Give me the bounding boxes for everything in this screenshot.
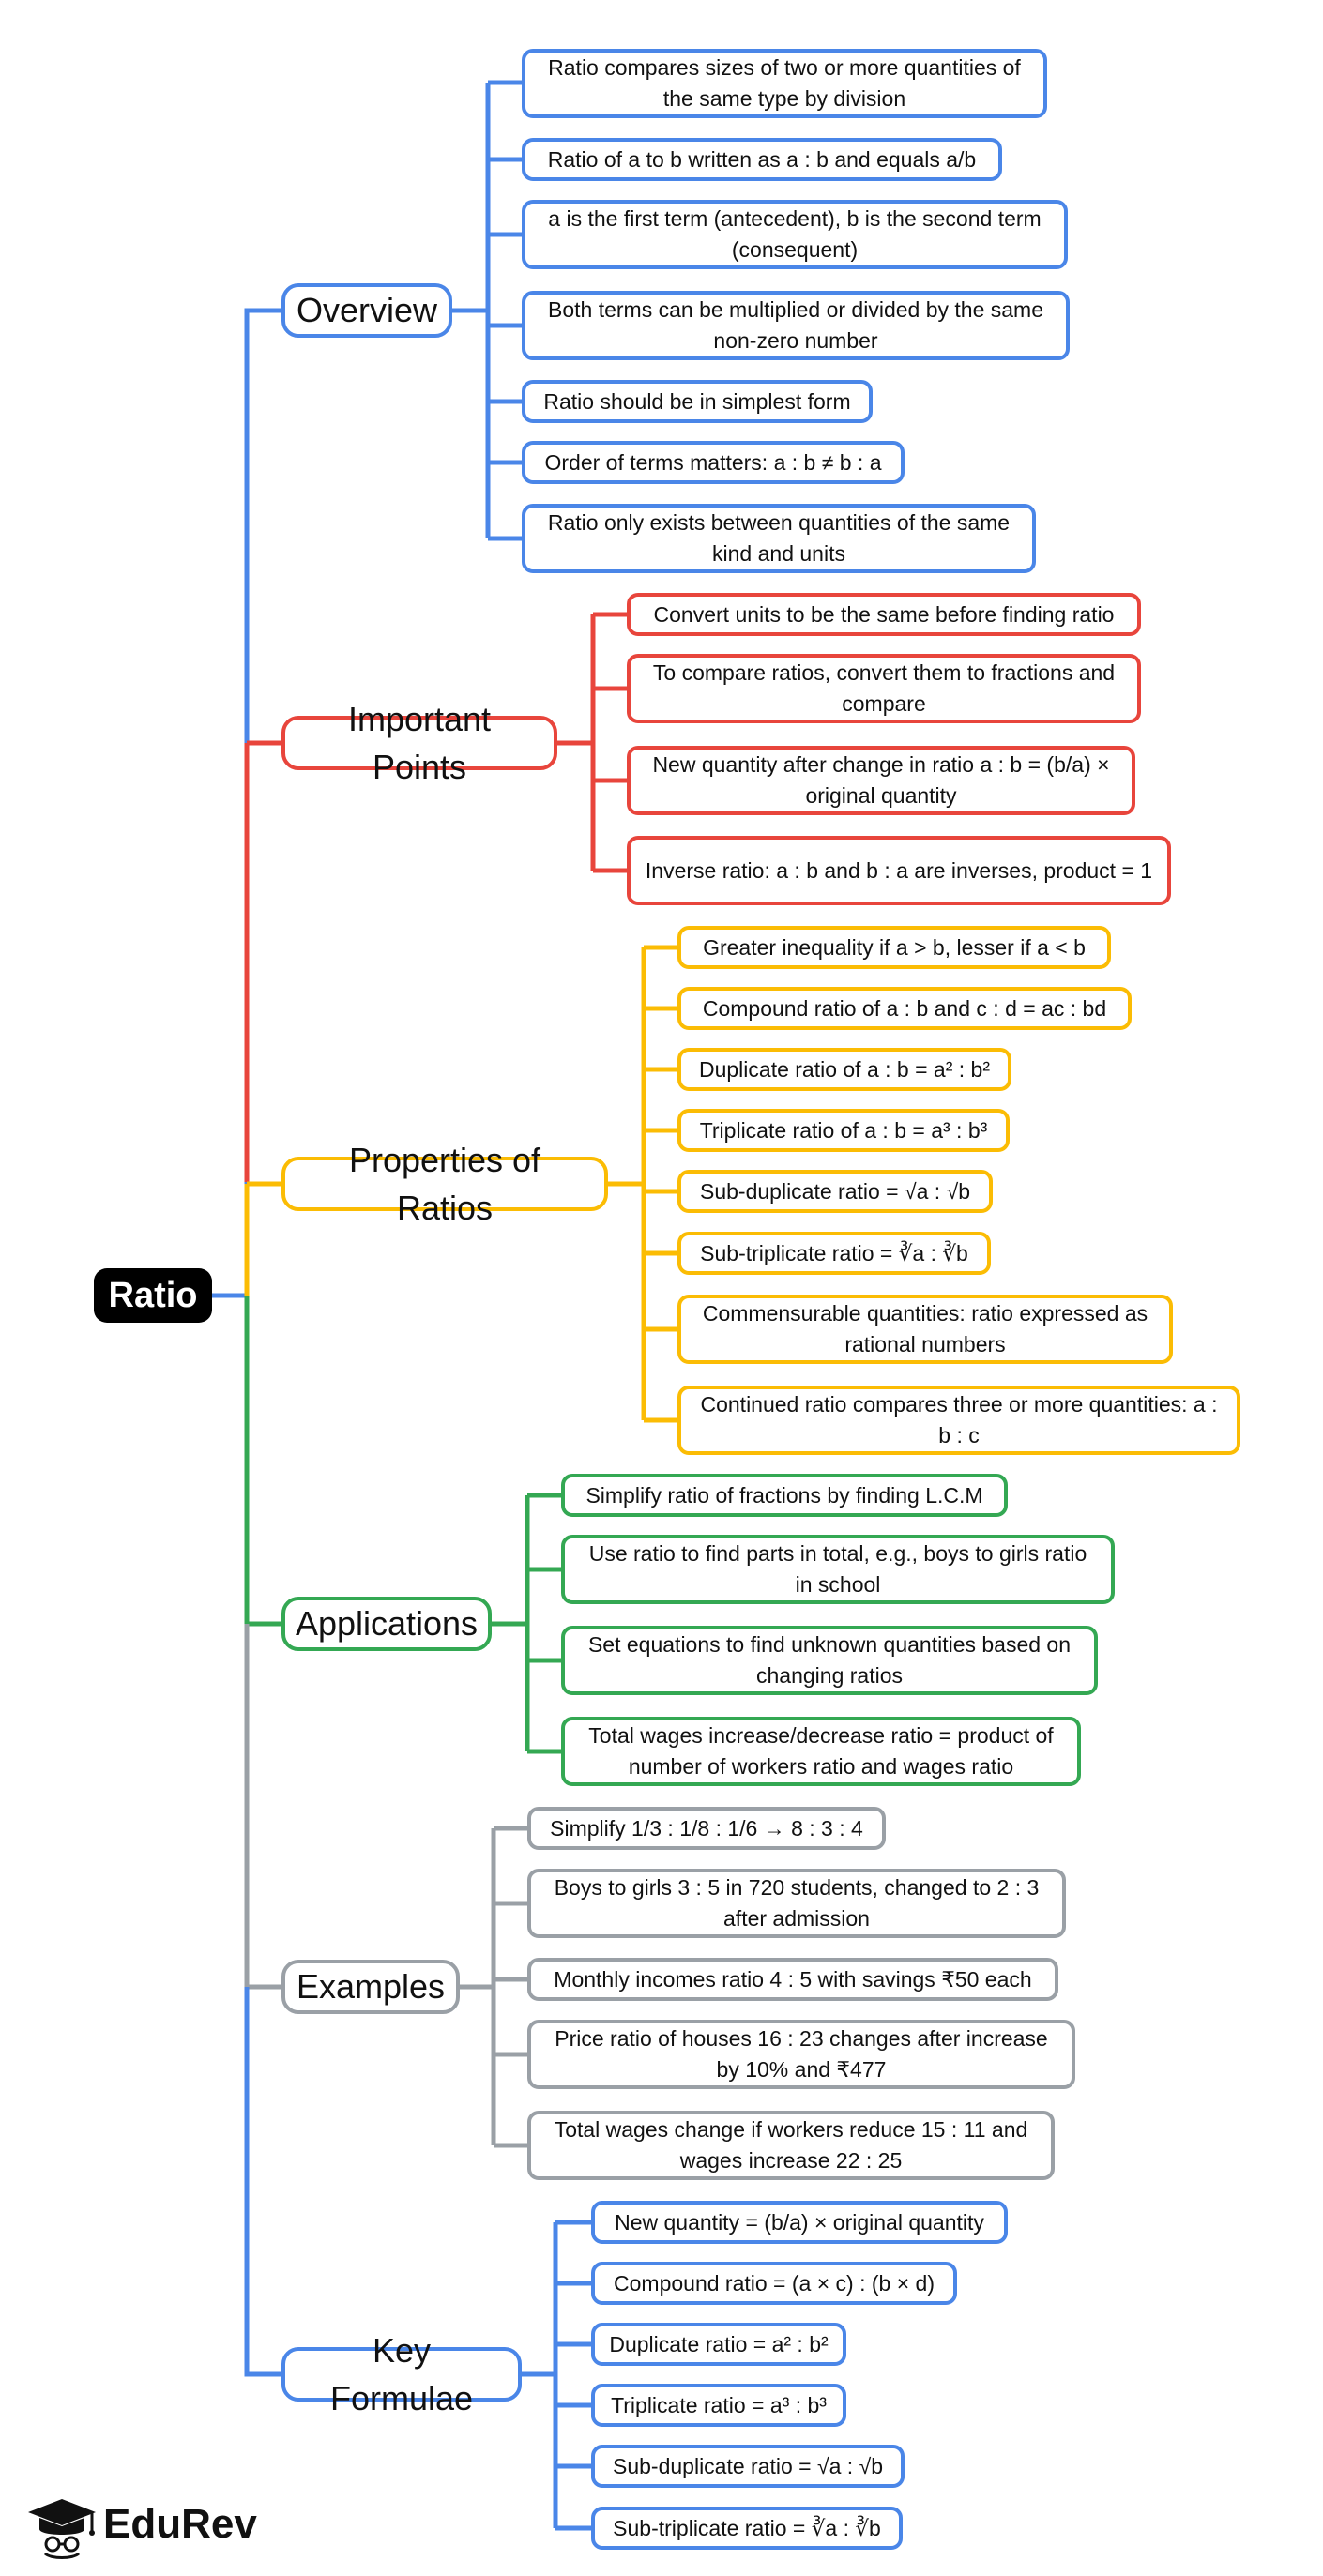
examples-connectors xyxy=(460,1826,527,2148)
branch-key-formulae: Key Formulae xyxy=(281,2331,522,2417)
overview-item: Order of terms matters: a : b ≠ b : a xyxy=(522,441,905,484)
properties-item: Triplicate ratio of a : b = a³ : b³ xyxy=(677,1109,1010,1152)
trunk-green xyxy=(244,1296,281,1627)
properties-item: Sub-duplicate ratio = √a : √b xyxy=(677,1170,993,1213)
properties-item: Commensurable quantities: ratio expresse… xyxy=(677,1295,1173,1364)
formulae-item: New quantity = (b/a) × original quantity xyxy=(591,2201,1008,2244)
applications-item: Use ratio to find parts in total, e.g., … xyxy=(561,1535,1115,1604)
overview-item: Ratio only exists between quantities of … xyxy=(522,504,1036,573)
properties-item: Continued ratio compares three or more q… xyxy=(677,1386,1240,1455)
important-item: To compare ratios, convert them to fract… xyxy=(627,654,1141,723)
overview-item: Ratio compares sizes of two or more quan… xyxy=(522,49,1047,118)
important-item: Inverse ratio: a : b and b : a are inver… xyxy=(627,836,1171,905)
trunk-gray xyxy=(244,1624,281,1990)
examples-item: Boys to girls 3 : 5 in 720 students, cha… xyxy=(527,1869,1066,1938)
branch-examples: Examples xyxy=(281,1960,460,2014)
branch-overview: Overview xyxy=(281,283,452,338)
trunk-blue-bottom xyxy=(244,1987,281,2377)
overview-item: a is the first term (antecedent), b is t… xyxy=(522,200,1068,269)
applications-item: Total wages increase/decrease ratio = pr… xyxy=(561,1717,1081,1786)
overview-item: Both terms can be multiplied or divided … xyxy=(522,291,1070,360)
important-item: New quantity after change in ratio a : b… xyxy=(627,746,1135,815)
root-node: Ratio xyxy=(94,1268,212,1323)
properties-item: Duplicate ratio of a : b = a² : b² xyxy=(677,1048,1011,1091)
examples-item: Total wages change if workers reduce 15 … xyxy=(527,2111,1055,2180)
important-item: Convert units to be the same before find… xyxy=(627,593,1141,636)
overview-item: Ratio should be in simplest form xyxy=(522,380,873,423)
applications-item: Set equations to find unknown quantities… xyxy=(561,1626,1098,1695)
trunk-yellow xyxy=(244,1181,281,1296)
properties-item: Sub-triplicate ratio = ∛a : ∛b xyxy=(677,1232,991,1275)
formulae-item: Duplicate ratio = a² : b² xyxy=(591,2323,846,2366)
formulae-item: Triplicate ratio = a³ : b³ xyxy=(591,2384,846,2427)
branch-important-points: Important Points xyxy=(281,700,557,786)
properties-item: Compound ratio of a : b and c : d = ac :… xyxy=(677,987,1132,1030)
branch-applications: Applications xyxy=(281,1597,492,1651)
formulae-item: Sub-duplicate ratio = √a : √b xyxy=(591,2445,905,2488)
applications-item: Simplify ratio of fractions by finding L… xyxy=(561,1474,1008,1517)
edurev-logo: EduRev xyxy=(26,2495,270,2561)
overview-item: Ratio of a to b written as a : b and equ… xyxy=(522,138,1002,181)
examples-item: Monthly incomes ratio 4 : 5 with savings… xyxy=(527,1958,1058,2001)
examples-item: Price ratio of houses 16 : 23 changes af… xyxy=(527,2020,1075,2089)
examples-item: Simplify 1/3 : 1/8 : 1/6 → 8 : 3 : 4 xyxy=(527,1807,886,1850)
applications-connectors xyxy=(492,1493,561,1754)
formulae-connectors xyxy=(522,2220,591,2531)
graduation-cap-icon xyxy=(28,2499,96,2559)
properties-connectors xyxy=(608,945,677,1423)
overview-connectors xyxy=(452,80,522,541)
formulae-item: Sub-triplicate ratio = ∛a : ∛b xyxy=(591,2507,903,2550)
important-connectors xyxy=(557,612,627,873)
formulae-item: Compound ratio = (a × c) : (b × d) xyxy=(591,2262,957,2305)
properties-item: Greater inequality if a > b, lesser if a… xyxy=(677,926,1111,969)
logo-text: EduRev xyxy=(103,2501,257,2547)
branch-properties-of-ratios: Properties of Ratios xyxy=(281,1141,608,1227)
